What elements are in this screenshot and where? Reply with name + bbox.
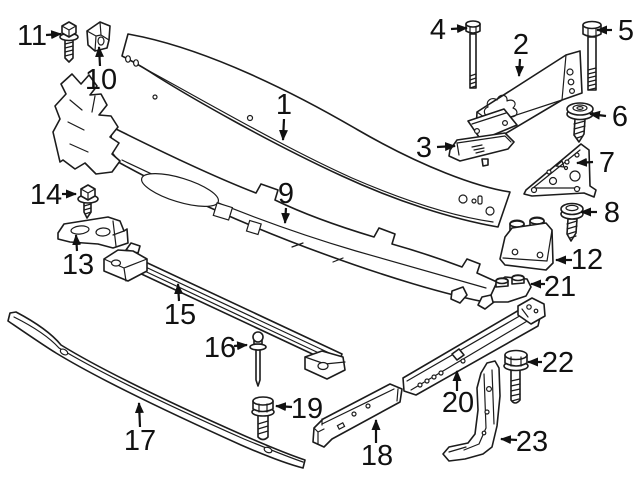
callout-21[interactable]: 21: [530, 271, 576, 303]
callout-4[interactable]: 4: [430, 14, 468, 46]
part-16-rivet-drawing: [249, 331, 267, 387]
part-number: 3: [416, 132, 432, 164]
part-number: 4: [430, 14, 446, 46]
part-number: 1: [276, 89, 292, 121]
part-17-lower-bar-drawing: [7, 311, 306, 469]
leader-arrow: [278, 118, 288, 141]
part-19-bolt-drawing: [251, 396, 275, 441]
part-18-bumper-bracket-drawing: [312, 383, 403, 448]
part-12-bracket-drawing: [499, 216, 554, 271]
callout-7[interactable]: 7: [576, 147, 615, 179]
leader-arrow: [45, 30, 62, 40]
part-number: 20: [442, 387, 474, 419]
part-7-gusset-bracket-drawing: [523, 143, 597, 198]
part-number: 5: [618, 15, 634, 47]
callout-23[interactable]: 23: [500, 426, 548, 458]
part-number: 8: [604, 197, 620, 229]
callout-14[interactable]: 14: [30, 179, 77, 211]
callout-15[interactable]: 15: [164, 283, 196, 331]
callout-17[interactable]: 17: [124, 402, 156, 457]
callout-19[interactable]: 19: [275, 393, 323, 425]
callout-18[interactable]: 18: [361, 419, 393, 472]
callout-3[interactable]: 3: [416, 132, 456, 164]
leader-arrow: [95, 46, 105, 67]
part-number: 6: [612, 101, 628, 133]
part-number: 15: [164, 299, 196, 331]
part-number: 13: [62, 249, 94, 281]
callout-6[interactable]: 6: [589, 101, 628, 133]
part-number: 7: [599, 147, 615, 179]
part-15-lower-rail-drawing: [103, 242, 346, 380]
part-number: 19: [291, 393, 323, 425]
part-number: 11: [17, 20, 47, 52]
leader-arrow: [134, 402, 144, 428]
part-number: 2: [513, 29, 529, 61]
part-23-support-bracket-drawing: [442, 360, 501, 462]
part-number: 23: [516, 426, 548, 458]
part-13-bracket-drawing: [57, 216, 129, 249]
leader-arrow: [275, 402, 293, 412]
part-number: 17: [124, 425, 156, 457]
part-number: 9: [278, 178, 294, 210]
part-1-impact-bar-drawing: [121, 33, 511, 228]
leader-arrow: [450, 24, 468, 34]
leader-arrow: [515, 58, 525, 77]
part-3-spacer-strip-drawing: [448, 132, 515, 167]
part-number: 18: [361, 440, 393, 472]
callout-11[interactable]: 11: [17, 20, 62, 52]
leader-arrow: [233, 341, 248, 351]
leader-arrow: [436, 142, 456, 152]
part-8-screw-drawing: [560, 202, 584, 242]
part-number: 21: [544, 271, 576, 303]
callout-20[interactable]: 20: [442, 370, 474, 419]
part-5-bolt-drawing: [582, 20, 602, 91]
callout-13[interactable]: 13: [62, 234, 94, 281]
part-number: 16: [204, 332, 236, 364]
part-4-bolt-drawing: [465, 20, 481, 89]
part-2-mount-bracket-drawing: [467, 50, 583, 142]
part-20-side-rail-drawing: [402, 297, 546, 396]
leader-arrow: [174, 283, 184, 302]
part-number: 14: [30, 179, 62, 211]
callout-5[interactable]: 5: [596, 15, 634, 47]
callout-1[interactable]: 1: [276, 89, 292, 141]
callout-12[interactable]: 12: [555, 244, 603, 276]
part-10-clip-drawing: [86, 21, 111, 52]
callout-8[interactable]: 8: [580, 197, 620, 229]
callout-22[interactable]: 22: [527, 347, 574, 379]
part-6-screw-drawing: [566, 102, 594, 143]
callout-10[interactable]: 10: [85, 46, 117, 96]
leader-arrow: [281, 207, 291, 224]
part-9-energy-absorber-drawing: [52, 73, 498, 304]
part-number: 22: [542, 347, 574, 379]
leader-arrow: [500, 435, 518, 445]
part-11-bolt-drawing: [59, 21, 79, 63]
callout-2[interactable]: 2: [513, 29, 529, 77]
part-14-screw-drawing: [77, 184, 99, 219]
callout-9[interactable]: 9: [278, 178, 294, 224]
part-number: 10: [85, 64, 117, 96]
part-22-bolt-drawing: [503, 349, 529, 404]
leader-arrow: [72, 234, 82, 252]
leader-arrow: [589, 110, 607, 120]
callout-16[interactable]: 16: [204, 332, 248, 364]
leader-arrow: [576, 157, 594, 167]
part-number: 12: [571, 244, 603, 276]
